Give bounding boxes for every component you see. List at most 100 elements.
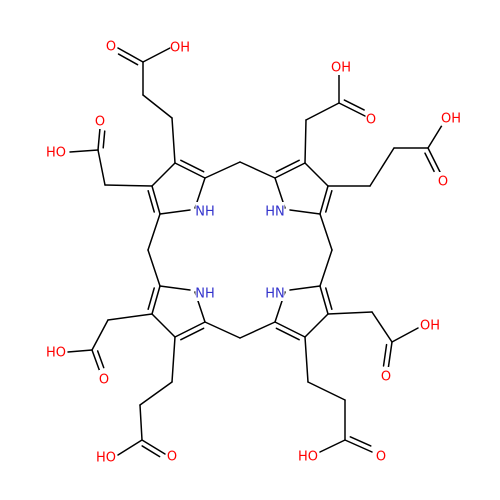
atom-label-o-tr-chainb-o: O <box>438 175 448 190</box>
atom-label-nh4: HN <box>265 287 285 302</box>
atom-label-background <box>170 38 190 55</box>
ring-tr-dbl2 <box>319 185 329 215</box>
bl-propanoic-chain <box>139 404 143 441</box>
ring-bl-dbl2-inner <box>147 287 155 311</box>
bridge-left <box>147 249 161 287</box>
br-acid-carbonyl2-inner <box>349 436 372 447</box>
ring-tl-bond <box>151 162 176 187</box>
bl-acetic-chain <box>91 319 109 351</box>
atom-label-background <box>420 316 440 333</box>
atom-label-o-bl-chaina-oh: HO <box>46 346 66 361</box>
br-acid-carbonyl-inner <box>382 343 388 367</box>
bridge-bottom <box>239 321 276 339</box>
bl-acetic-chain <box>107 313 153 321</box>
ring-tr-bond <box>289 209 321 215</box>
atom-label-background <box>265 202 285 219</box>
tr-acid-single <box>427 121 445 149</box>
atom-label-background <box>441 109 461 126</box>
ring-bl-dbl1 <box>174 321 206 338</box>
ring-tl-bond <box>159 209 191 215</box>
tl-acetic-chain <box>104 184 153 187</box>
tr-acetic-chain <box>304 119 307 164</box>
bridge-top <box>204 161 241 179</box>
atom-label-o-tl-chaina-o: O <box>106 40 116 55</box>
atom-label-o-br-chaina-oh: OH <box>420 319 440 334</box>
atom-label-background <box>94 112 106 129</box>
tr-propanoic-chain <box>369 147 395 187</box>
atom-label-background <box>105 37 117 54</box>
atom-label-background <box>298 447 318 464</box>
ring-bl-dbl2 <box>151 285 161 315</box>
tl-acid-carbonyl2 <box>97 127 101 151</box>
tl-acid-carbonyl <box>117 47 144 63</box>
bridge-right <box>319 213 333 251</box>
tr-acid-carbonyl2-inner <box>424 152 435 173</box>
atom-label-background <box>46 343 66 360</box>
tl-acid-single <box>142 47 171 63</box>
bridge-top <box>239 161 276 179</box>
ring-br-bond <box>289 285 321 291</box>
bond-layer <box>67 47 445 458</box>
atom-label-o-tl-chaina-oh: OH <box>170 41 190 56</box>
atom-label-o-tl-chainb-o: O <box>95 115 105 130</box>
ring-br-dbl1-inner <box>275 327 300 341</box>
ring-br-dbl1 <box>274 321 306 338</box>
atom-label-o-bl-chaina-o: O <box>99 373 109 388</box>
tr-acid-carbonyl <box>338 102 366 117</box>
ring-br-dbl2 <box>319 285 329 315</box>
atom-label-background <box>195 284 215 301</box>
ring-tl-dbl1-inner <box>180 159 205 173</box>
ring-tl-dbl1 <box>174 162 206 179</box>
ring-tr-dbl1 <box>274 162 306 179</box>
br-acid-single <box>391 327 419 343</box>
atom-label-background <box>331 58 351 75</box>
atom-label-background <box>437 172 449 189</box>
atom-label-o-tl-chainb-oh: HO <box>46 146 66 161</box>
atom-label-background <box>265 284 285 301</box>
bridge-left <box>147 213 161 251</box>
ring-br-dbl2-inner <box>325 287 333 311</box>
atom-label-background <box>380 367 392 384</box>
atom-label-background <box>166 447 178 464</box>
atom-label-o-tr-chaina-o: O <box>366 113 376 128</box>
atom-label-o-tr-chaina-oh: OH <box>331 61 351 76</box>
bridge-right <box>319 249 333 287</box>
atom-label-o-br-chainb-oh: HO <box>298 450 318 465</box>
ring-bl-bond <box>159 285 191 291</box>
ring-tr-dbl1-inner <box>275 159 300 173</box>
ring-tl-dbl2-inner <box>147 189 155 213</box>
tr-acid-carbonyl2 <box>427 147 441 173</box>
atom-label-o-br-chaina-o: O <box>381 370 391 385</box>
tr-acetic-chain <box>305 102 340 121</box>
bl-acid-single <box>67 349 93 353</box>
atom-label-background <box>96 448 116 465</box>
br-acetic-chain <box>327 311 373 315</box>
ring-bl-dbl1-inner <box>180 327 205 341</box>
br-acetic-chain <box>371 311 393 343</box>
atom-label-nh3: NH <box>195 287 215 302</box>
bl-propanoic-chain <box>171 336 176 383</box>
atom-label-nh1: NH <box>195 205 215 220</box>
ring-br-bond <box>304 313 329 338</box>
br-acid-carbonyl <box>387 341 393 371</box>
atom-label-background <box>375 447 387 464</box>
atom-label-o-bl-chainb-o: O <box>167 450 177 465</box>
atom-label-background <box>195 202 215 219</box>
bl-acid-single <box>117 439 143 456</box>
tr-acid-carbonyl-inner <box>343 99 365 111</box>
atom-label-background <box>365 110 377 127</box>
bl-propanoic-chain <box>139 381 173 406</box>
ring-tr-dbl2-inner <box>325 189 333 213</box>
tl-acid-carbonyl-inner <box>117 53 139 66</box>
ring-tr-bond <box>304 162 329 187</box>
ring-tl-dbl2 <box>151 185 161 215</box>
tl-acid-carbonyl2-inner <box>102 130 106 149</box>
bl-acid-carbonyl <box>91 349 101 373</box>
bl-acid-carbonyl2 <box>141 439 166 455</box>
bridge-bottom <box>204 321 241 339</box>
atom-label-o-tr-chainb-oh: OH <box>441 112 461 127</box>
atom-label-o-br-chainb-o: O <box>376 450 386 465</box>
bl-acid-carbonyl-inner <box>96 350 105 369</box>
